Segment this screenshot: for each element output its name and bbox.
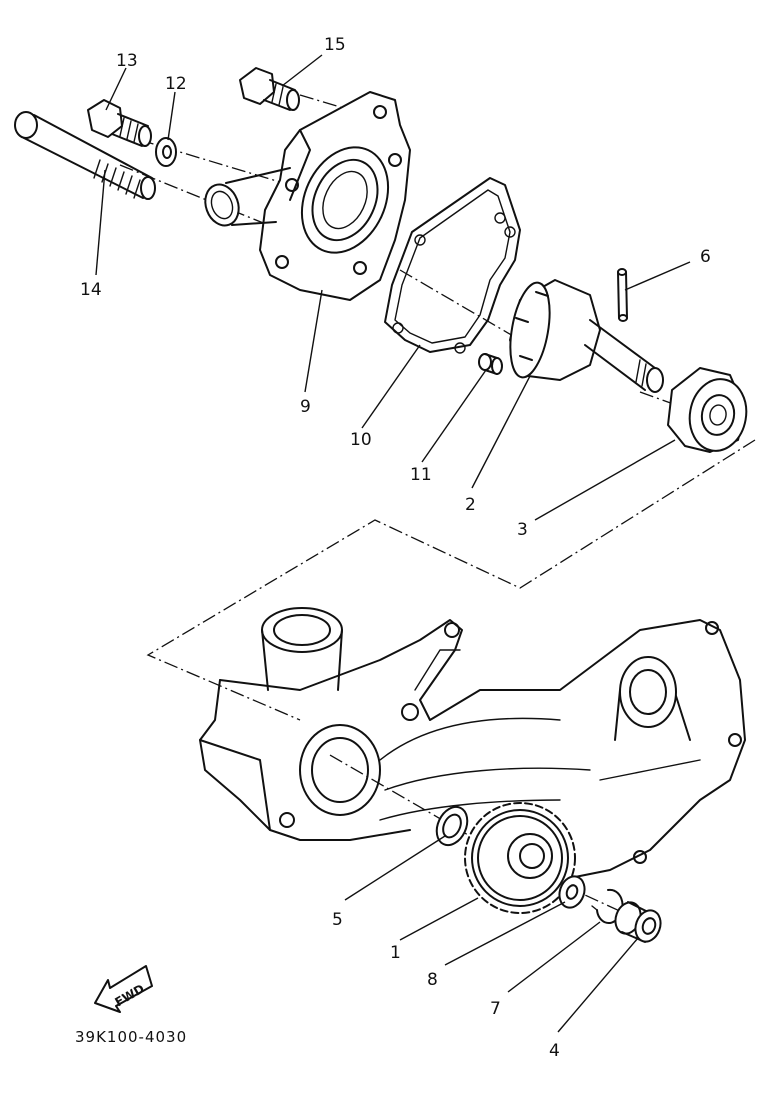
callout-10: 10 xyxy=(350,430,372,450)
callout-11: 11 xyxy=(410,465,432,485)
callout-3: 3 xyxy=(517,520,528,540)
pin-part-6 xyxy=(617,268,628,322)
collar-part-4 xyxy=(614,901,662,943)
callout-9: 9 xyxy=(300,397,311,417)
impeller-shaft-part-2 xyxy=(509,279,664,393)
diagram-part-code: 39K100-4030 xyxy=(75,1028,187,1046)
washer-part-5 xyxy=(435,805,469,847)
gear-part-1 xyxy=(464,802,576,914)
callout-8: 8 xyxy=(427,970,438,990)
callout-labels: 13 12 15 14 9 10 11 2 3 6 5 1 8 7 4 xyxy=(80,35,711,1061)
bolt-part-13 xyxy=(87,99,152,147)
callout-7: 7 xyxy=(490,999,501,1019)
callout-12: 12 xyxy=(165,74,187,94)
pump-cover-part-9 xyxy=(204,91,411,301)
callout-5: 5 xyxy=(332,910,343,930)
oil-seal-part-3 xyxy=(667,367,748,453)
callout-14: 14 xyxy=(80,280,102,300)
callout-1: 1 xyxy=(390,943,401,963)
forward-direction-arrow: FWD xyxy=(94,965,153,1013)
callout-15: 15 xyxy=(324,35,346,55)
callout-4: 4 xyxy=(549,1041,560,1061)
washer-part-12 xyxy=(155,137,177,167)
gasket-part-10 xyxy=(384,177,521,354)
washer-part-8 xyxy=(558,875,586,909)
callout-6: 6 xyxy=(700,247,711,267)
dowel-pin-part-11 xyxy=(478,353,503,375)
callout-2: 2 xyxy=(465,495,476,515)
long-bolt-part-14 xyxy=(14,111,156,200)
crankcase xyxy=(199,607,746,881)
leader-lines xyxy=(95,54,691,1033)
callout-13: 13 xyxy=(116,51,138,71)
bolt-part-15 xyxy=(239,67,300,111)
